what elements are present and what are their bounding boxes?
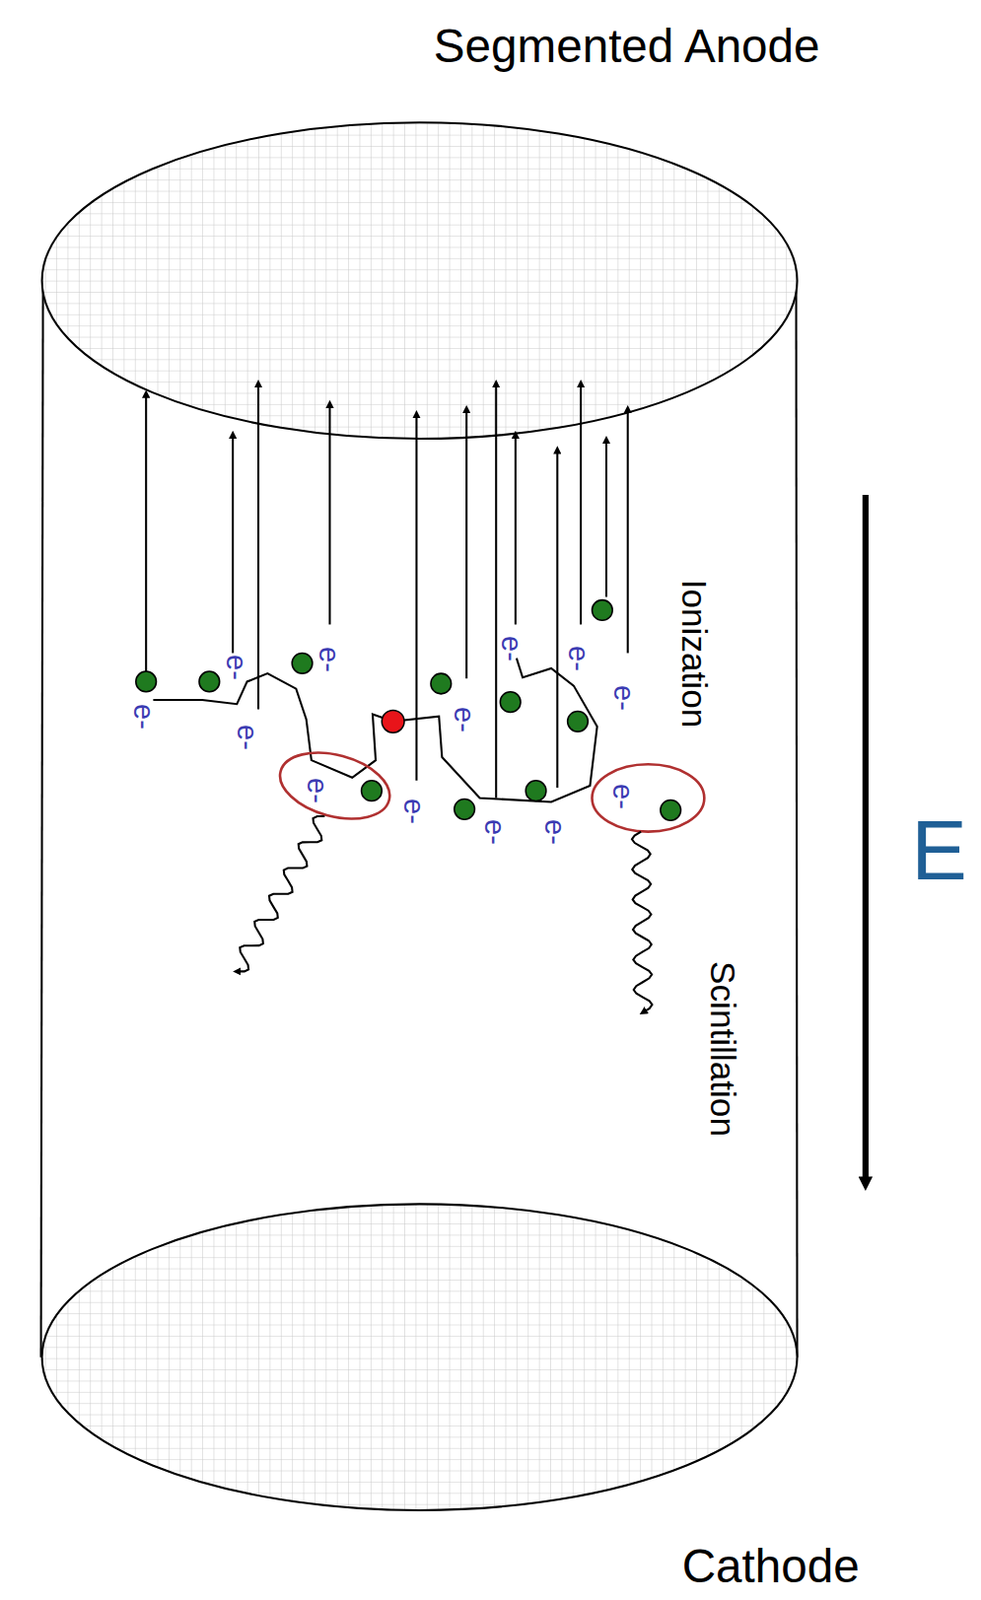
process-label: Ionization (676, 578, 711, 728)
electron-label: e- (129, 703, 158, 730)
electron-label: e- (480, 819, 509, 845)
field-label: E (910, 808, 968, 893)
charge-dot (591, 600, 613, 622)
charge-dot (454, 798, 476, 820)
recombination-ring (273, 741, 398, 830)
charge-dot (430, 673, 452, 695)
drift-arrow (231, 434, 234, 654)
charge-dot (136, 671, 157, 693)
cylinder-side (796, 280, 798, 1358)
electron-label: e- (540, 819, 569, 845)
cylinder-side (41, 280, 44, 1358)
anode-mesh (42, 122, 798, 439)
electron-label: e- (221, 654, 251, 681)
electron-label: e- (495, 635, 525, 662)
cathode-mesh (42, 1203, 798, 1511)
cathode-label: Cathode (682, 1543, 860, 1592)
charge-dot (361, 780, 383, 802)
electron-label: e- (607, 783, 636, 810)
charge-dot (199, 671, 220, 693)
anode-label: Segmented Anode (433, 22, 821, 71)
charge-dot (660, 800, 682, 822)
scintillation-photon (631, 832, 652, 1013)
drift-arrow (257, 383, 260, 709)
scintillation-photon (236, 816, 325, 972)
drift-arrow (144, 394, 147, 675)
field-arrow (862, 494, 869, 1185)
charge-dot (291, 652, 313, 674)
charge-dot (567, 710, 589, 732)
drift-arrow (556, 449, 559, 788)
recombination-ring (591, 764, 704, 832)
drift-arrow (514, 434, 517, 626)
electron-label: e- (314, 646, 344, 673)
charge-dot (525, 780, 547, 802)
drift-arrow (627, 409, 630, 653)
particle-track (393, 658, 598, 803)
ion-dot (381, 709, 405, 733)
process-label: Scintillation (704, 961, 740, 1137)
charge-dot (499, 692, 521, 713)
electron-label: e- (231, 724, 261, 751)
electron-label: e- (608, 685, 637, 711)
drift-arrow (605, 439, 608, 597)
electron-label: e- (563, 645, 593, 672)
electron-label: e- (449, 706, 479, 733)
drift-arrow (494, 383, 497, 798)
drift-arrow (328, 404, 331, 626)
drift-arrow (579, 383, 582, 625)
drift-arrows (145, 383, 629, 798)
drift-arrow (415, 414, 418, 781)
electron-label: e- (302, 777, 332, 804)
drift-arrow (465, 409, 468, 679)
charge-dots (136, 600, 682, 822)
electron-label: e- (399, 798, 428, 825)
